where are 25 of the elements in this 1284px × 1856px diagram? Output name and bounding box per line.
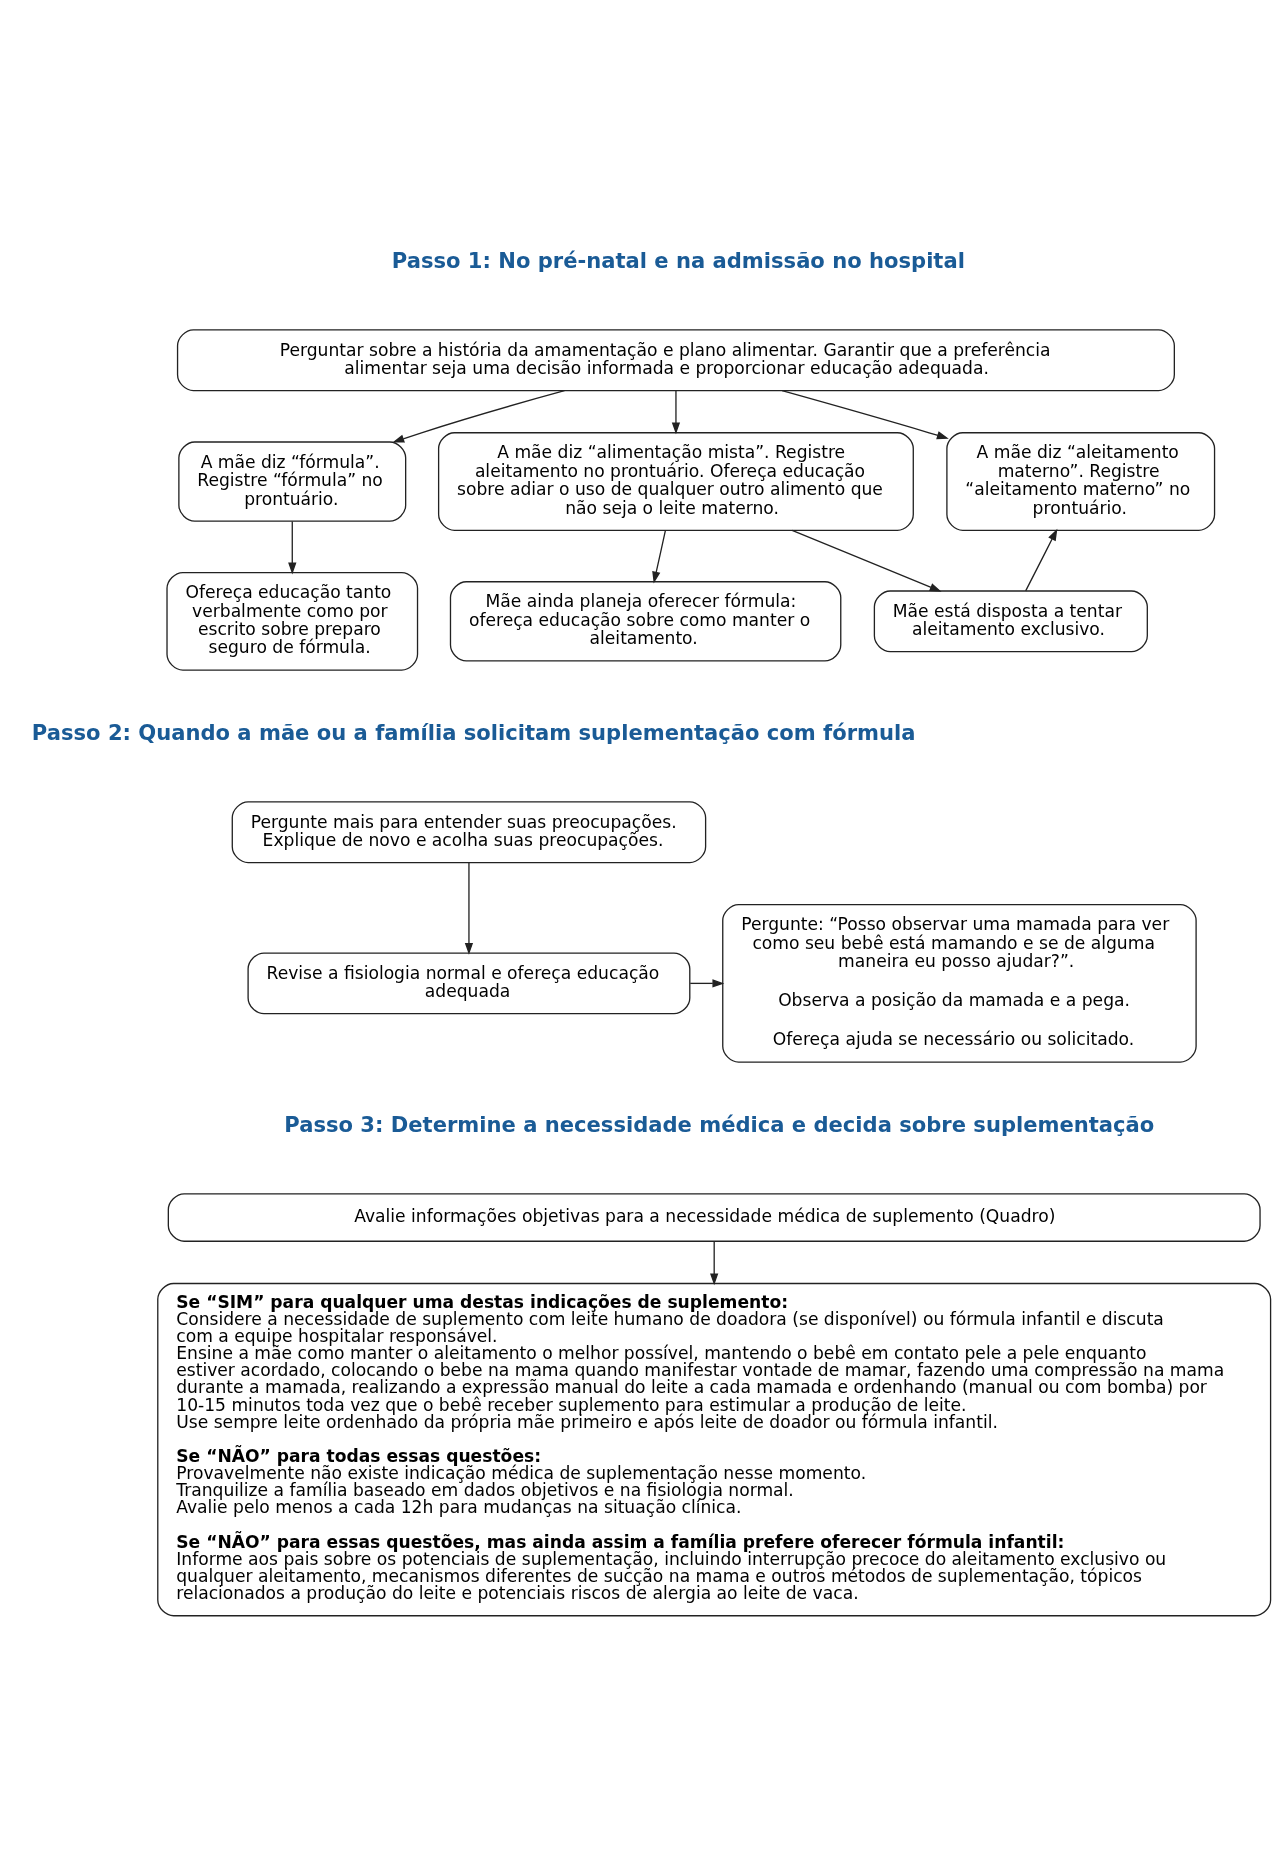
arrow: [288, 520, 297, 575]
arrow: [710, 1240, 719, 1286]
node-box: Ofereça educação tanto verbalmente como por escrito sobre preparo seguro de fórmula.: [166, 571, 419, 671]
node-box: Mãe ainda planeja oferecer fórmula: ofereça educação sobre como manter o aleitamento.: [449, 581, 842, 662]
arrow: [689, 979, 725, 988]
node-box: Revise a fisiologia normal e ofereça educação adequada: [247, 952, 691, 1015]
arrow: [671, 390, 681, 435]
node-box: Avalie informações objetivas para a necessidade médica de suplemento (Quadro): [167, 1193, 1261, 1242]
label: Passo 3: Determine a necessidade médica e decida sobre suplementação: [284, 1111, 1155, 1137]
node-box: Pergunte: “Posso observar uma mamada para ver como seu bebê está mamando e se de alguma maneira eu posso ajudar?”. Observa a posição da mamada e a pega. Ofereça ajuda se necessário ou solicitado.: [722, 904, 1197, 1063]
label: Passo 1: No pré-natal e na admissão no hospital: [391, 247, 965, 273]
arrow: [464, 862, 474, 955]
node-box: Mãe está disposta a tentar aleitamento exclusivo.: [873, 590, 1148, 653]
arrow: [1025, 528, 1058, 592]
node-box: Perguntar sobre a história da amamentação e plano alimentar. Garantir que a preferência alimentar seja uma decisão informada e proporcionar educação adequada.: [176, 329, 1175, 392]
arrow: [791, 529, 942, 592]
node-box: A mãe diz “aleitamento materno”. Registre “aleitamento materno” no prontuário.: [946, 432, 1216, 531]
arrow: [392, 390, 566, 443]
node-box: Se “SIM” para qualquer uma destas indicações de suplemento: Considere a necessidade de suplemento com leite humano de doadora (se disponível) ou fórmula infantil e discuta com a equipe hospitalar responsável. Ensine a mãe como manter o aleitamento o melhor possível, mantendo o bebê em contato pele a pele enquanto estiver acordado, colocando o bebe na mama quando manifestar vontade de mamar, fazendo uma compressão na mama durante a mamada, realizando a expressão manual do leite a cada mamada e ordenhando (manual ou com bomba) por 10-15 minutos toda vez que o bebê receber suplemento para estimular a produção de leite. Use sempre leite ordenhado da própria mãe primeiro e após leite de doador ou fórmula infantil. Se “NÃO” para todas essas questões: Provavelmente não existe indicação médica de suplementação nesse momento. Tranquilize a família baseado em dados objetivos e na fisiologia normal. Avalie pelo menos a cada 12h para mudanças na situação clínica. Se “NÃO” para essas questões, mas ainda assim a família prefere oferecer fórmula infantil: Informe aos pais sobre os potenciais de suplementação, incluindo interrupção precoce do aleitamento exclusivo ou qualquer aleitamento, mecanismos diferentes de sucção na mama e outros métodos de suplementação, tópicos relacionados a produção do leite e potenciais riscos de alergia ao leite de vaca.: [157, 1282, 1272, 1617]
label: Passo 2: Quando a mãe ou a família solicitam suplementação com fórmula: [31, 719, 916, 745]
node-box: A mãe diz “fórmula”. Registre “fórmula” no prontuário.: [178, 441, 407, 522]
arrow: [652, 529, 667, 584]
node-box: Pergunte mais para entender suas preocupações. Explique de novo e acolha suas preocupações.: [231, 801, 707, 864]
arrow: [781, 390, 949, 440]
node-box: A mãe diz “alimentação mista”. Registre aleitamento no prontuário. Ofereça educação sobre adiar o uso de qualquer outro alimento que não seja o leite materno.: [437, 432, 914, 531]
